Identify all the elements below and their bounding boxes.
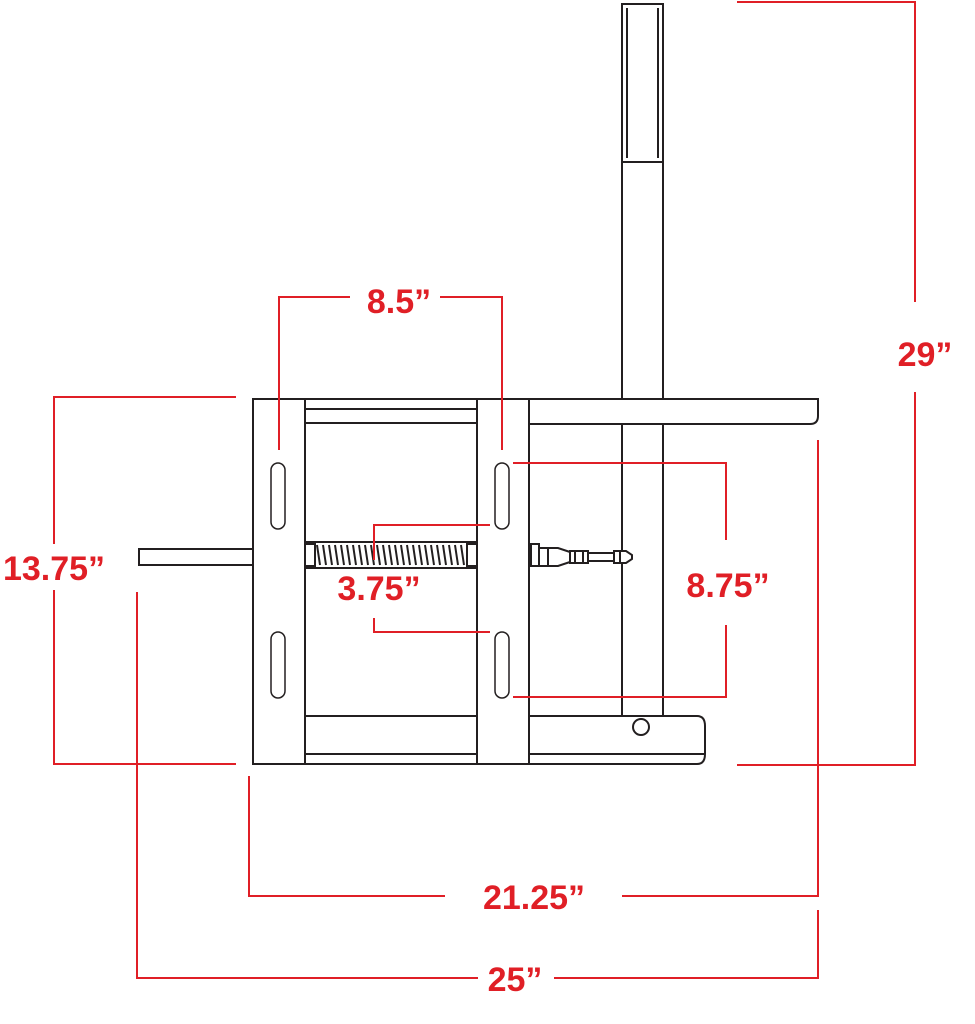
dim-spring-spacing-label: 3.75” (337, 570, 420, 608)
dim-slot-spacing-label: 8.75” (686, 567, 769, 605)
right-slot-upper (494, 462, 510, 530)
post-grip (621, 3, 664, 163)
left-upright (252, 398, 306, 765)
top-arm (528, 398, 819, 425)
bottom-rail (528, 715, 706, 765)
dim-overall-height: 29” (737, 1, 953, 766)
dim-frame-height-label: 13.75” (3, 550, 105, 588)
left-slot-lower (270, 631, 286, 699)
compression-spring (304, 541, 478, 569)
left-slot-upper (270, 462, 286, 530)
dim-overall-height-label: 29” (898, 336, 953, 374)
dimension-lines: 29” 8.5” 13.75” 3.75” 8.75” (3, 1, 953, 999)
dim-frame-width: 21.25” (248, 440, 819, 917)
right-upright (476, 398, 530, 765)
dim-slot-spacing: 8.75” (513, 462, 770, 698)
dim-spring-spacing: 3.75” (337, 524, 490, 633)
drill-bit-connector (530, 543, 633, 567)
dim-top-span: 8.5” (278, 283, 503, 450)
dim-frame-width-label: 21.25” (483, 879, 585, 917)
pivot-bolt (632, 718, 650, 736)
dim-top-span-label: 8.5” (367, 283, 431, 321)
left-handle-rod (138, 548, 254, 566)
fixture-drawing (138, 3, 819, 765)
dim-overall-width-label: 25” (488, 961, 543, 999)
right-slot-lower (494, 631, 510, 699)
dim-frame-height: 13.75” (3, 396, 236, 765)
vertical-post (621, 3, 664, 765)
dim-overall-width: 25” (136, 592, 819, 999)
